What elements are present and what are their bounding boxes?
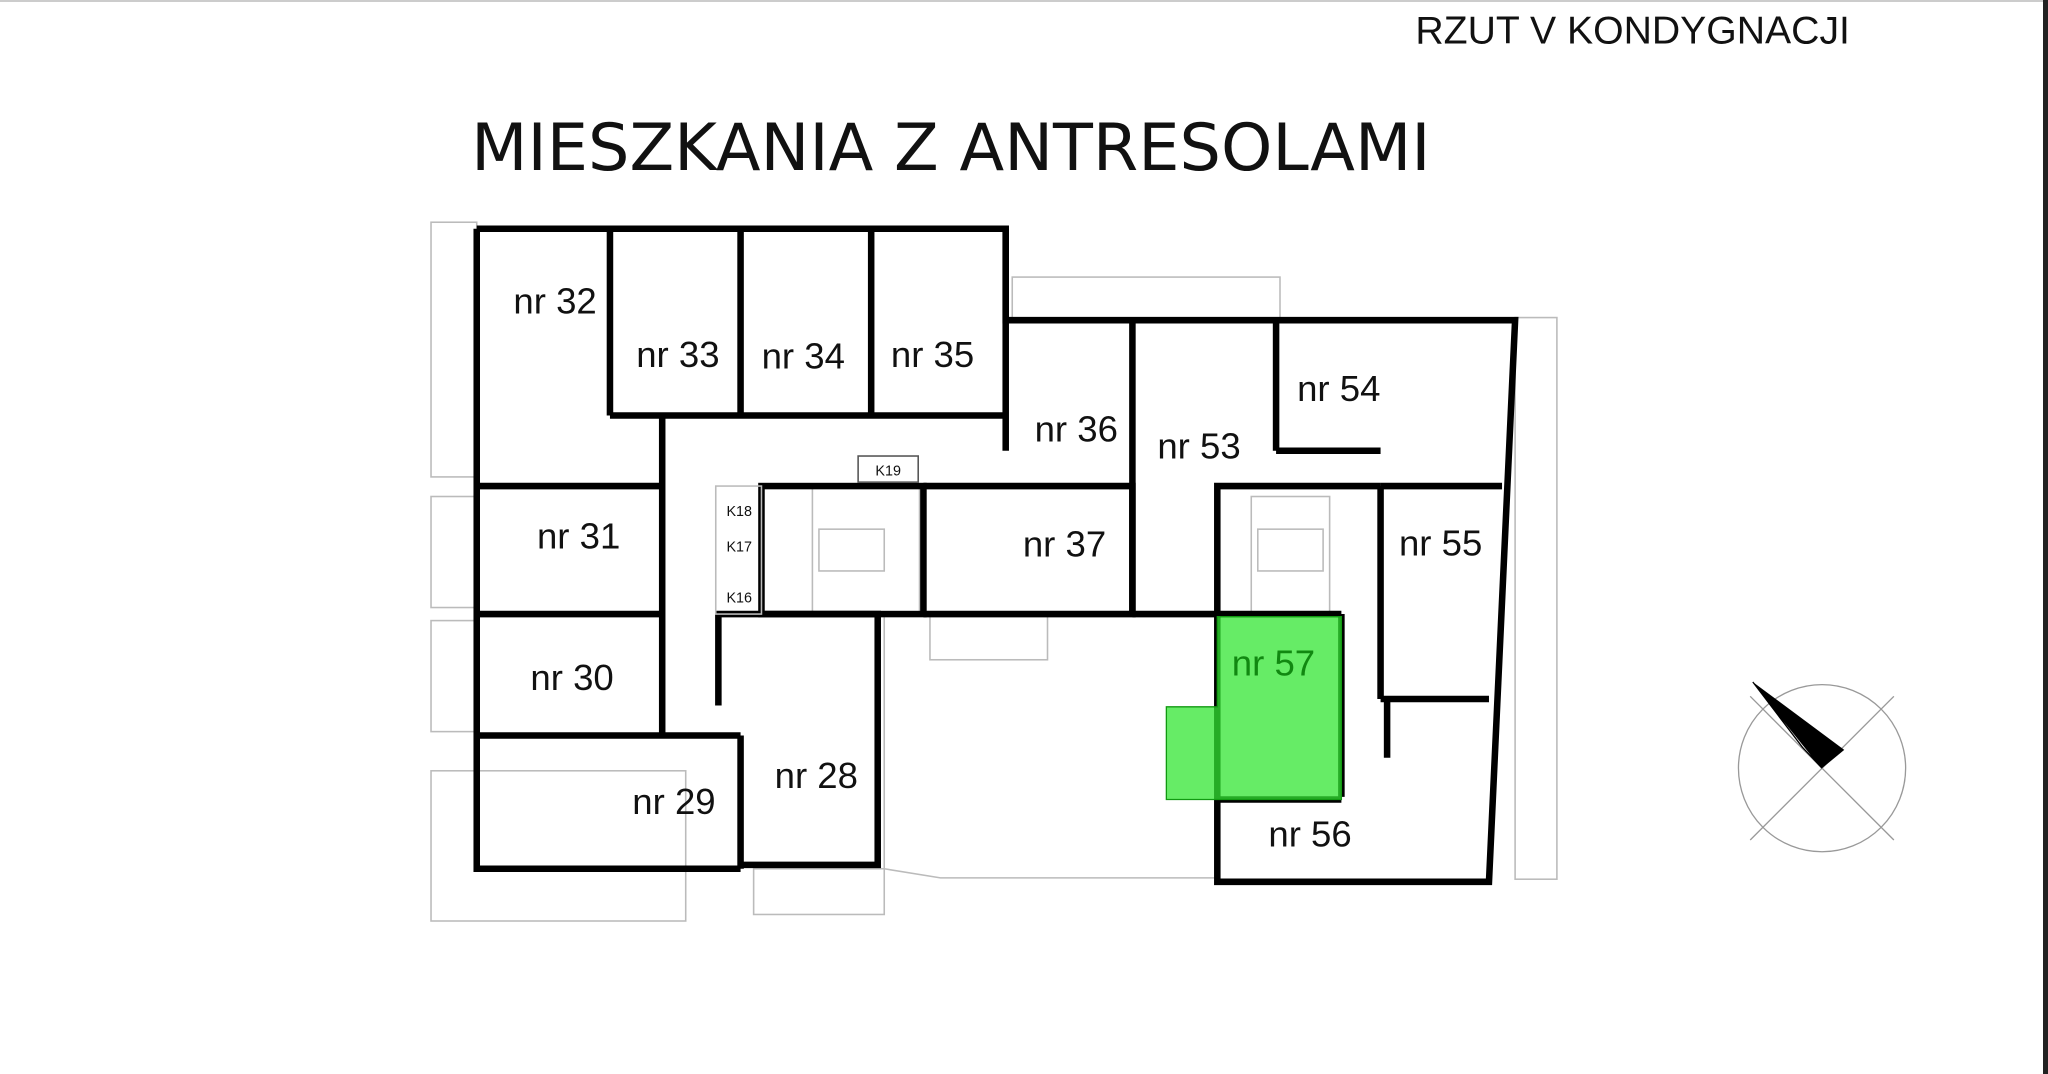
apartment-29[interactable]: nr 29 <box>632 781 715 822</box>
storage-labels: K19 K18 K17 K16 <box>726 455 919 606</box>
apartment-33[interactable]: nr 33 <box>636 334 719 375</box>
apartment-57[interactable]: nr 57 <box>1232 642 1315 683</box>
apartment-56[interactable]: nr 56 <box>1268 814 1351 855</box>
apartment-55[interactable]: nr 55 <box>1399 522 1482 563</box>
storage-k18: K18 <box>726 504 752 520</box>
storage-k17: K17 <box>726 539 752 555</box>
top-border <box>0 0 2048 2</box>
page-title: MIESZKANIA Z ANTRESOLAMI <box>471 110 1430 186</box>
apartment-37[interactable]: nr 37 <box>1023 524 1106 565</box>
apartment-30[interactable]: nr 30 <box>530 657 613 698</box>
apartment-28[interactable]: nr 28 <box>775 755 858 796</box>
balconies <box>430 221 1558 922</box>
storage-k19: K19 <box>875 464 901 480</box>
floor-label: RZUT V KONDYGNACJI <box>1415 9 1850 52</box>
apartment-36[interactable]: nr 36 <box>1035 409 1118 450</box>
scrollbar[interactable] <box>2043 0 2048 1074</box>
apartment-54[interactable]: nr 54 <box>1297 368 1380 409</box>
apartment-34[interactable]: nr 34 <box>762 336 845 377</box>
apartment-53[interactable]: nr 53 <box>1157 426 1240 467</box>
apartment-57-highlight[interactable] <box>1165 616 1343 801</box>
storage-k16: K16 <box>726 590 752 606</box>
apartment-35[interactable]: nr 35 <box>891 334 974 375</box>
apartment-31[interactable]: nr 31 <box>537 516 620 557</box>
apartment-32[interactable]: nr 32 <box>513 281 596 322</box>
compass-icon <box>1737 681 1907 853</box>
apartment-labels: nr 32 nr 33 nr 34 nr 35 nr 36 nr 53 nr 5… <box>513 281 1482 855</box>
